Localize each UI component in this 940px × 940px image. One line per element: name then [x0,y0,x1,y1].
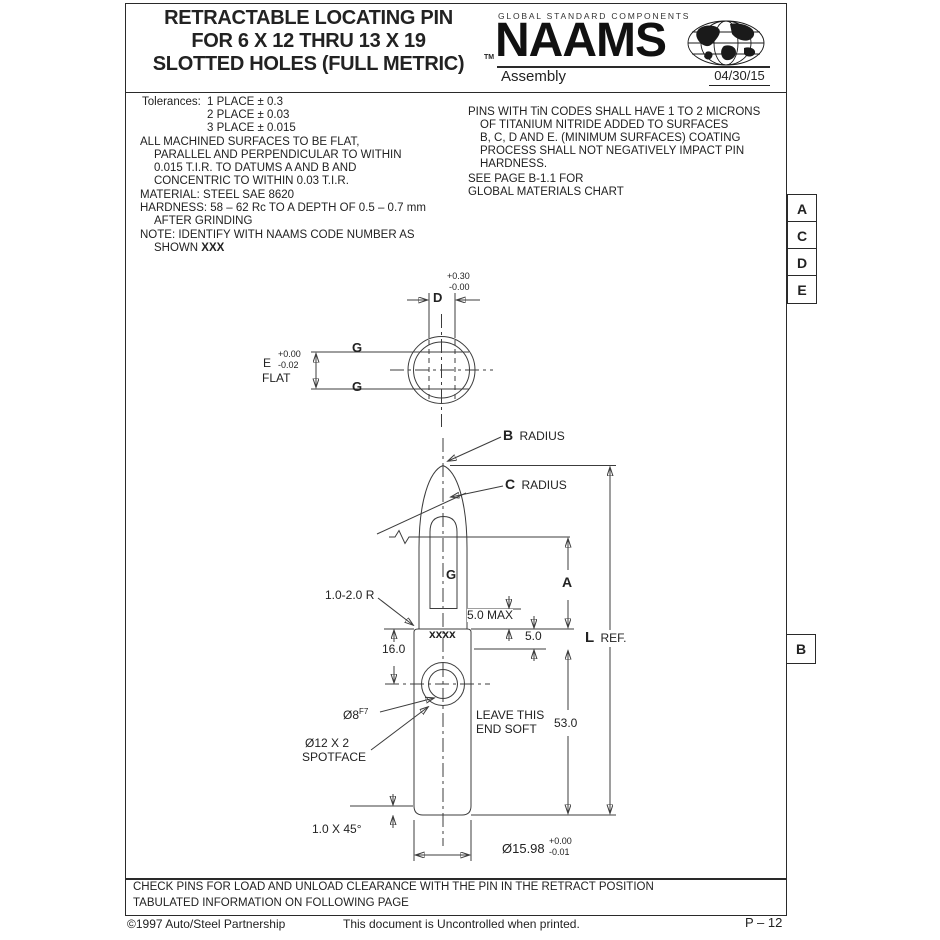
footer-page-number: P – 12 [745,915,783,930]
title-block: RETRACTABLE LOCATING PIN FOR 6 X 12 THRU… [127,7,490,76]
note-hardness: HARDNESS: 58 – 62 Rc TO A DEPTH OF 0.5 –… [140,202,426,214]
zone-letter: D [796,254,808,271]
callout-b-radius: B RADIUS [503,427,565,443]
zone-box-d: D [787,248,817,277]
note-identify: NOTE: IDENTIFY WITH NAAMS CODE NUMBER AS [140,229,415,241]
note-concentric: CONCENTRIC TO WITHIN 0.03 T.I.R. [154,175,349,187]
tolerance-1: 1 PLACE ± 0.3 [207,96,283,108]
dim-spotface-label: SPOTFACE [302,750,367,764]
revision-date: 04/30/15 [709,68,770,87]
sheet-border [125,3,787,880]
page-title-line1: RETRACTABLE LOCATING PIN [164,7,453,29]
note-leave-soft-1: LEAVE THIS [476,708,545,722]
bottom-note-line2: TABULATED INFORMATION ON FOLLOWING PAGE [133,897,409,909]
brand-logo: NAAMS [495,14,667,67]
dim-l-ref: L REF. [583,629,629,647]
brand-tagline: GLOBAL STANDARD COMPONENTS [498,11,691,21]
header-separator [125,92,786,93]
dim-flat-label: FLAT [262,371,291,385]
pin-stamp-text: xxxx [429,627,456,641]
dim-dia8-label: Ø8F7 [343,707,369,722]
note-tin-1: PINS WITH TiN CODES SHALL HAVE 1 TO 2 MI… [468,106,761,118]
dim-g-top-label: G [352,340,363,355]
brand-subtitle: Assembly [501,68,567,85]
dim-d-label: D [433,290,443,305]
dim-body-tol-plus: +0.00 [549,836,572,846]
dim-a-label: A [560,574,575,591]
dim-c-letter: C [505,476,516,492]
dim-e-tol-minus: -0.02 [278,360,299,370]
note-shown-code: XXX [201,242,225,254]
zone-letter: C [796,227,808,244]
note-shown-text: SHOWN [154,242,202,254]
callout-c-radius: C RADIUS [505,476,567,492]
note-tin-5: HARDNESS. [480,158,548,170]
dim-16-label: 16.0 [382,642,406,657]
note-shown: SHOWN XXX [154,242,224,254]
dim-g-bottom-label: G [352,379,363,394]
zone-box-a: A [787,194,817,223]
dim-e-label: E [263,356,272,370]
dim-5max-label: 5.0 MAX [467,608,514,623]
bottom-note-box [125,878,787,916]
ref-word: REF. [600,631,627,645]
radius-word: RADIUS [519,429,565,443]
note-tin-4: PROCESS SHALL NOT NEGATIVELY IMPACT PIN [480,145,745,157]
dia8-text: Ø8 [343,708,360,722]
dim-e-tol-plus: +0.00 [278,349,301,359]
dim-53-label: 53.0 [552,716,580,731]
note-materials-chart: GLOBAL MATERIALS CHART [468,186,624,198]
dim-dia12-label: Ø12 X 2 [305,736,350,750]
dim-g-inner-label: G [446,567,457,582]
bottom-note-line1: CHECK PINS FOR LOAD AND UNLOAD CLEARANCE… [133,881,654,893]
zone-letter: B [795,641,807,657]
dim-5-label: 5.0 [525,629,542,644]
callout-corner-radius: 1.0-2.0 R [325,588,375,602]
dia8-fit: F7 [359,707,369,716]
footer-notice: This document is Uncontrolled when print… [343,917,580,931]
dim-chamfer-label: 1.0 X 45° [312,822,362,836]
zone-box-e: E [787,275,817,304]
footer-copyright: ©1997 Auto/Steel Partnership [127,917,286,931]
zone-letter: E [797,281,807,298]
trademark-mark: TM [484,54,495,61]
zone-box-b: B [786,634,816,664]
note-tir: 0.015 T.I.R. TO DATUMS A AND B AND [154,162,357,174]
dim-d-tol-minus: -0.00 [449,282,470,292]
note-see-page: SEE PAGE B-1.1 FOR [468,173,584,185]
dim-b-letter: B [503,427,514,443]
note-leave-soft-2: END SOFT [476,722,537,736]
page-title-line2: FOR 6 X 12 THRU 13 X 19 [191,30,426,52]
dim-body-tol-minus: -0.01 [549,847,570,857]
zone-letter: A [796,200,808,217]
globe-icon [687,20,765,66]
dim-d-tol-plus: +0.30 [447,271,470,281]
dim-l-letter: L [585,629,595,646]
dim-body-dia-label: Ø15.98 [502,841,545,856]
tolerance-2: 2 PLACE ± 0.03 [207,109,290,121]
note-grinding: AFTER GRINDING [154,215,253,227]
note-tin-2: OF TITANIUM NITRIDE ADDED TO SURFACES [480,119,729,131]
page-title-line3: SLOTTED HOLES (FULL METRIC) [152,53,465,75]
brand-underline [497,66,770,68]
note-machined: ALL MACHINED SURFACES TO BE FLAT, [140,136,360,148]
note-tin-3: B, C, D AND E. (MINIMUM SURFACES) COATIN… [480,132,741,144]
note-material: MATERIAL: STEEL SAE 8620 [140,189,295,201]
radius-word: RADIUS [521,478,567,492]
tolerance-3: 3 PLACE ± 0.015 [207,122,296,134]
tolerances-label: Tolerances: [142,96,201,108]
note-parallel: PARALLEL AND PERPENDICULAR TO WITHIN [154,149,402,161]
zone-box-c: C [787,221,817,250]
